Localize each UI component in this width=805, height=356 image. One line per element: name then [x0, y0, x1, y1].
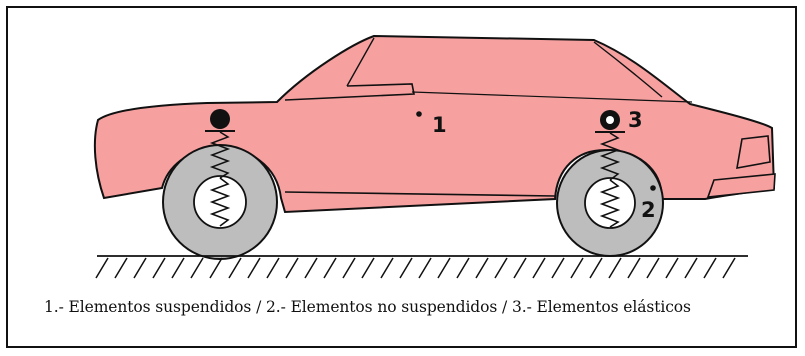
ground-hatch-line: [380, 257, 394, 279]
ground-hatch-line: [703, 257, 717, 279]
ground-hatch-line: [171, 257, 185, 279]
label-elastic: 3: [628, 108, 643, 132]
ground-hatch-line: [475, 257, 489, 279]
ground-hatch-line: [665, 257, 679, 279]
spring-icon: [599, 179, 621, 228]
ground-hatch-line: [266, 257, 280, 279]
ground-hatch-line: [304, 257, 318, 279]
ground-hatch-line: [361, 257, 375, 279]
ground-hatch-icon: [95, 255, 748, 279]
belt-line: [411, 91, 693, 103]
ground-hatch-line: [722, 257, 736, 279]
ground-hatch-line: [608, 257, 622, 279]
figure-caption: 1.- Elementos suspendidos / 2.- Elemento…: [44, 298, 691, 316]
spring-icon: [599, 132, 621, 181]
ground-hatch-line: [570, 257, 584, 279]
spring-icon: [209, 177, 231, 227]
shock-absorber-mount-icon: [210, 109, 230, 129]
tail-light: [736, 135, 771, 169]
ground-hatch-line: [114, 257, 128, 279]
ground-hatch-line: [247, 257, 261, 279]
label-unsprung: 2: [641, 198, 656, 222]
ground-hatch-line: [456, 257, 470, 279]
ground-hatch-line: [418, 257, 432, 279]
ground-hatch-line: [646, 257, 660, 279]
label-sprung: 1: [432, 113, 447, 137]
sprung-mass-dot: [416, 111, 422, 117]
door-sill-line: [284, 191, 556, 197]
ground-hatch-line: [684, 257, 698, 279]
window-frame-line: [346, 37, 375, 87]
front-wheel: [162, 144, 278, 260]
ground-hatch-line: [627, 257, 641, 279]
unsprung-mass-dot: [650, 185, 656, 191]
ground-hatch-line: [494, 257, 508, 279]
ground-hatch-line: [513, 257, 527, 279]
ground-hatch-line: [323, 257, 337, 279]
rear-suspension: [595, 110, 625, 181]
ground-hatch-line: [551, 257, 565, 279]
ground-hatch-line: [342, 257, 356, 279]
ground-hatch-line: [190, 257, 204, 279]
front-suspension: [205, 109, 235, 179]
roof-line: [284, 83, 415, 101]
ground-hatch-line: [437, 257, 451, 279]
ground-hatch-line: [209, 257, 223, 279]
ground-hatch-line: [399, 257, 413, 279]
figure-frame: 1 2 3 1.- Elementos suspendidos / 2.- El…: [6, 6, 797, 348]
ground-hatch-line: [589, 257, 603, 279]
ground-hatch-line: [532, 257, 546, 279]
ground-hatch-line: [228, 257, 242, 279]
rear-window-line: [593, 41, 663, 98]
ground-hatch-line: [285, 257, 299, 279]
ground-hatch-line: [152, 257, 166, 279]
rear-bumper: [706, 173, 776, 198]
ground-hatch-line: [95, 257, 109, 279]
ground-hatch-line: [133, 257, 147, 279]
car-suspension-diagram: 1 2 3: [93, 34, 776, 279]
spring-icon: [209, 131, 231, 179]
